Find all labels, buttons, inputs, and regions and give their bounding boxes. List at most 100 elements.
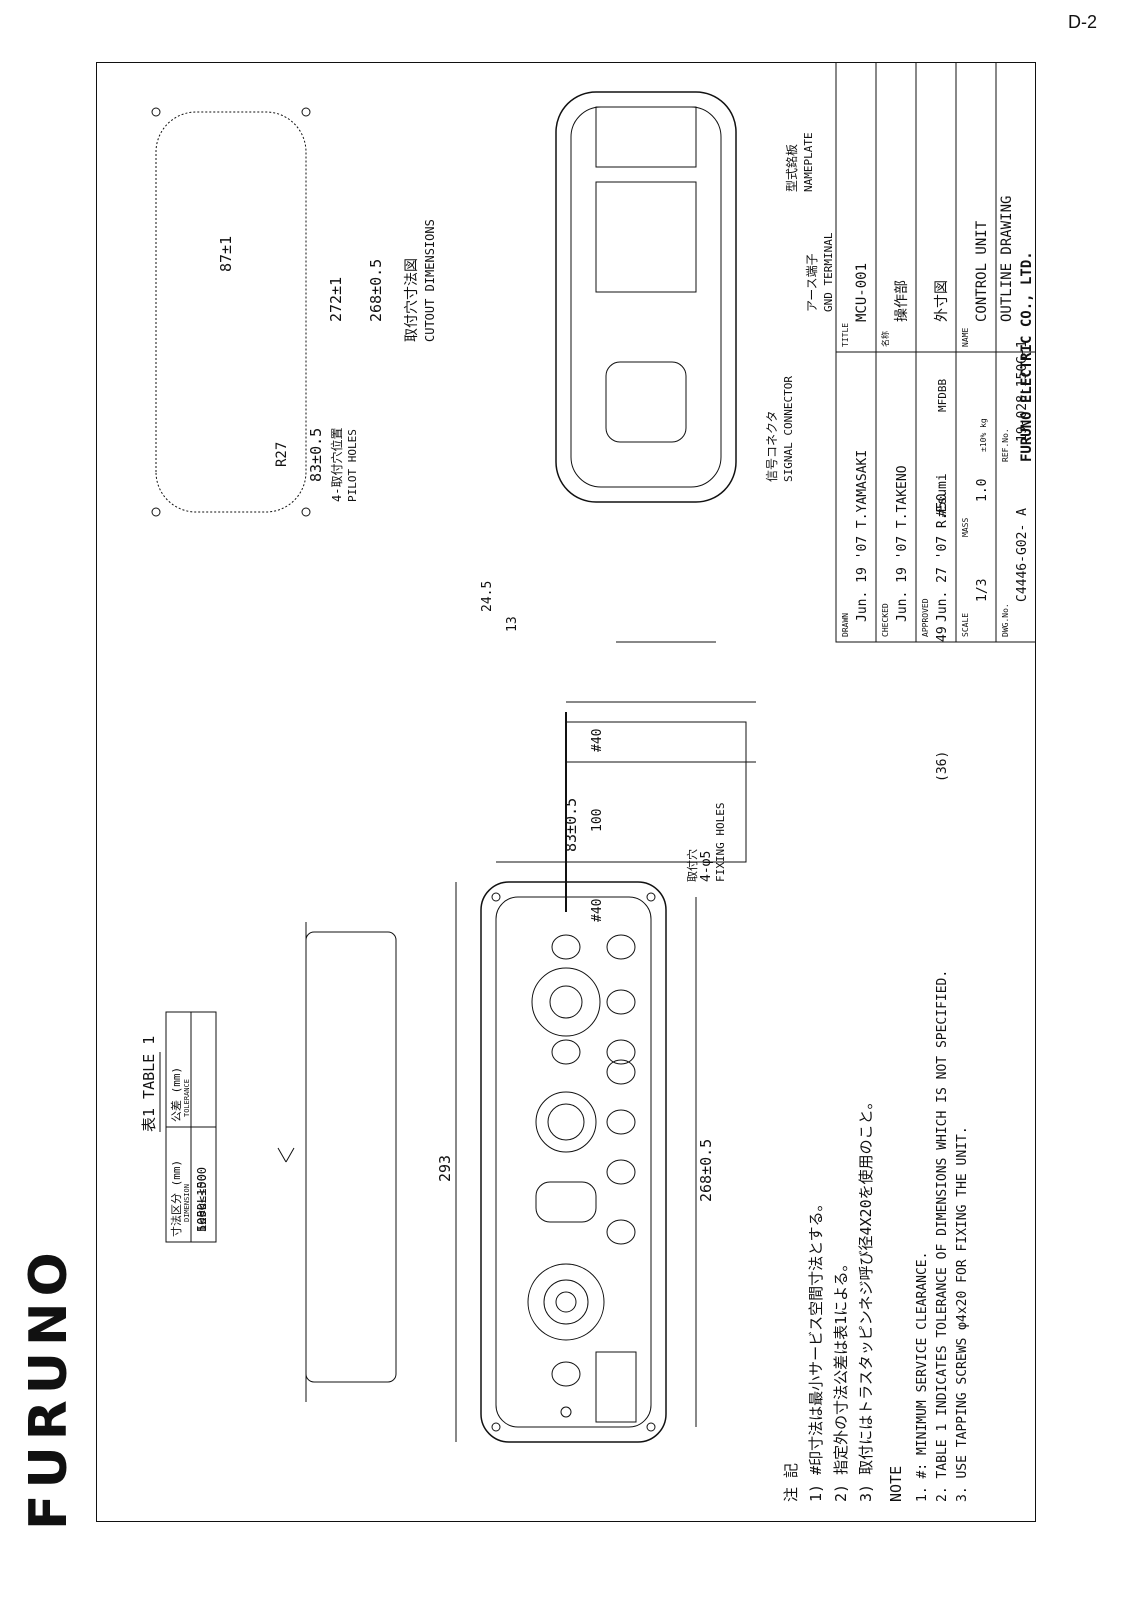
ref-value: 19-028-150G-1: [1015, 340, 1030, 442]
mass-label: MASS: [961, 518, 970, 537]
notes-en-heading: NOTE: [887, 1466, 905, 1502]
rotary-knob-icon: [527, 1263, 605, 1341]
company-name: FURUNO ELECTRIC CO., LTD.: [1019, 251, 1035, 462]
note-en-1: 1. #: MINIMUM SERVICE CLEARANCE.: [915, 1252, 930, 1502]
rear-view: 信号コネクタ SIGNAL CONNECTOR アース端子 GND TERMIN…: [555, 91, 835, 503]
checked-label: CHECKED: [881, 603, 890, 637]
pilot-hole-icon: [151, 107, 161, 117]
table-header-dimension: 寸法区分 (mm): [169, 1160, 183, 1237]
signal-connector-jp: 信号コネクタ: [765, 410, 779, 482]
pilot-holes-jp: 4-取付穴位置: [329, 428, 344, 502]
dim-side-36: (36): [935, 751, 950, 782]
tolerance-table: 表1 TABLE 1: [140, 1011, 217, 1243]
front-panel-outline: [480, 881, 667, 1443]
drawn-label: DRAWN: [841, 613, 850, 637]
fixing-hole-icon: [491, 1422, 501, 1432]
dim-side-13: 13: [505, 616, 520, 632]
table-cell-dimension: 50<L≤100: [195, 1174, 209, 1232]
name-jp-value: 操作部: [894, 280, 910, 322]
fixing-holes-jp: 取付穴: [685, 849, 699, 882]
key-icon: [551, 1361, 581, 1387]
dim-side-50: #50: [935, 494, 950, 517]
approved-value: Jun. 27 '07 R.Esumi: [935, 473, 950, 622]
name-label: NAME: [961, 328, 970, 347]
dim-cut-272: 272±1: [327, 277, 345, 322]
zone-markers: 1 2 3 4 5 A B C D: [75, 255, 919, 1538]
note-jp-3: 3) 取付にはトラスタッピンネジ呼び径4X20を使用のこと。: [857, 1094, 875, 1502]
dim-side-49: 49: [935, 626, 950, 642]
name-jp-label: 名称: [880, 331, 890, 347]
sub-jp-value: 外寸図: [934, 280, 950, 322]
furuno-logo: FURUNO: [19, 1246, 78, 1530]
rotary-knob-icon: [531, 967, 601, 1037]
usb-cover-icon: [595, 1351, 637, 1423]
drawn-value: Jun. 19 '07 T.YAMASAKI: [855, 450, 870, 622]
nameplate-jp: 型式銘板: [784, 144, 799, 192]
dim-front-hole-height: 83±0.5: [562, 798, 580, 852]
fixing-holes-en: FIXING HOLES: [714, 803, 727, 882]
dim-side-100: 100: [590, 809, 605, 832]
top-view: [277, 922, 397, 1402]
rocker-switch-icon: [535, 1181, 597, 1223]
dim-side-40b: #40: [590, 729, 605, 752]
gnd-terminal-en: GND TERMINAL: [822, 232, 835, 312]
pilot-holes-en: PILOT HOLES: [346, 429, 359, 502]
jog-dial-icon: [535, 1091, 597, 1153]
name-value: CONTROL UNIT: [974, 220, 990, 322]
title-value: MCU-001: [854, 263, 870, 322]
dim-front-width: 293: [436, 1155, 454, 1182]
table-title: 表1 TABLE 1: [140, 1036, 158, 1132]
side-view: #40 100 #40 (36) 49 #50 13 24.5: [480, 494, 950, 922]
ref-label: REF.No.: [1001, 428, 1010, 462]
signal-connector-en: SIGNAL CONNECTOR: [782, 376, 795, 482]
note-jp-1: 1) #印寸法は最小サービス空間寸法とする。: [807, 1196, 825, 1502]
rear-housing: [555, 91, 737, 503]
fixing-hole-icon: [646, 1422, 656, 1432]
scale-label: SCALE: [961, 613, 970, 637]
name2-value: OUTLINE DRAWING: [999, 196, 1015, 322]
connector-area: [605, 361, 687, 443]
table-header-tolerance: 公差 (mm): [169, 1067, 183, 1122]
mass-value: 1.0: [975, 479, 990, 502]
cutout-view: 83±0.5 87±1 272±1 268±0.5 R27 4-取付穴位置 PI…: [151, 107, 437, 517]
fixing-hole-icon: [491, 892, 501, 902]
dwg-value: C4446-G02- A: [1015, 508, 1030, 602]
page-number: D-2: [1068, 12, 1098, 32]
nameplate-en: NAMEPLATE: [802, 132, 815, 192]
cutout-en: CUTOUT DIMENSIONS: [423, 219, 437, 342]
table-header-dimension-en: DIMENSION: [183, 1184, 191, 1222]
dim-side-40a: #40: [590, 899, 605, 922]
notes: 注 記 1) #印寸法は最小サービス空間寸法とする。 2) 指定外の寸法公差は表…: [782, 970, 970, 1502]
cutout-jp: 取付穴寸法図: [404, 258, 420, 342]
scale-value: 1/3: [975, 579, 990, 602]
nameplate-area: [595, 181, 697, 293]
top-body-outline: [305, 931, 397, 1383]
fixing-hole-icon: [646, 892, 656, 902]
dim-cut-radius: R27: [274, 442, 290, 467]
mfdbb: MFDBB: [936, 379, 949, 412]
pilot-hole-icon: [301, 507, 311, 517]
title-block: DRAWN Jun. 19 '07 T.YAMASAKI CHECKED Jun…: [835, 61, 1037, 643]
dim-cut-268: 268±0.5: [367, 259, 385, 322]
wing-nut-icon: [277, 1147, 295, 1163]
dim-side-24-5: 24.5: [480, 581, 495, 612]
gnd-terminal-jp: アース端子: [805, 253, 819, 312]
pilot-hole-icon: [151, 507, 161, 517]
dwg-label: DWG.No.: [1001, 603, 1010, 637]
pilot-hole-icon: [301, 107, 311, 117]
front-view: 293 268±0.5 83±0.5 取付穴 4-φ5 FIXING HOLES: [436, 798, 727, 1443]
checked-value: Jun. 19 '07 T.TAKENO: [895, 465, 910, 622]
key-grid: [551, 934, 636, 1245]
rotated-drawing: 1 2 3 4 5 A B C D 表1 TABLE 1: [75, 61, 1037, 1538]
table-header-tolerance-en: TOLERANCE: [183, 1079, 191, 1117]
dim-cut-83: 83±0.5: [307, 428, 325, 482]
title-label: TITLE: [841, 323, 850, 347]
mass-unit: ±10% kg: [979, 418, 988, 452]
fixing-holes-spec: 4-φ5: [699, 851, 714, 882]
drawing-canvas: 1 2 3 4 5 A B C D 表1 TABLE 1: [75, 61, 1037, 1538]
dim-cut-87: 87±1: [217, 236, 235, 272]
brand-text: FURUNO: [19, 1246, 78, 1530]
table-cell-dimension: 100<L≤500: [195, 1167, 209, 1232]
front-panel-inner: [495, 896, 652, 1428]
